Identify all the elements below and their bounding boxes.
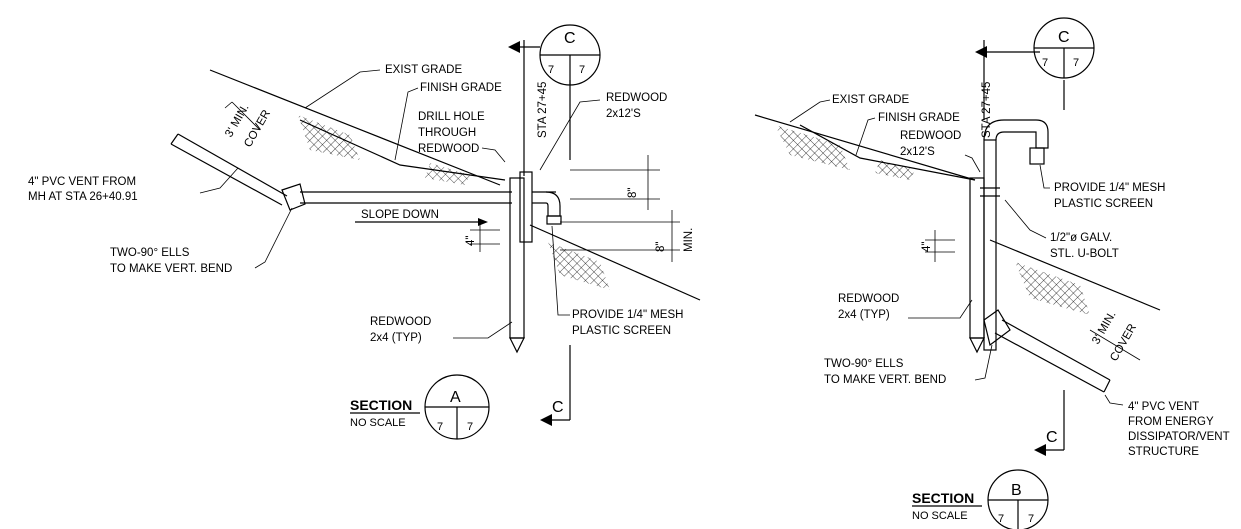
exist-grade-line-b	[754, 114, 976, 181]
label-ubolt-b2: STL. U-BOLT	[1050, 248, 1119, 260]
label-vent-a2: MH AT STA 26+40.91	[28, 191, 138, 203]
scale-a: NO SCALE	[350, 417, 406, 429]
svg-text:7: 7	[437, 421, 443, 433]
redwood-2x12-a	[519, 171, 533, 243]
mesh-screen-b	[1029, 147, 1045, 165]
section-b	[754, 17, 1161, 529]
label-mesh-a1: PROVIDE 1/4" MESH	[572, 309, 683, 321]
svg-text:7: 7	[579, 64, 585, 76]
vent-elbow-a	[545, 191, 561, 217]
exist-grade-line-a2	[529, 224, 701, 301]
earth-hatch-a3	[548, 242, 610, 290]
exist-grade-line-a	[209, 69, 501, 186]
ell-fitting-b	[983, 309, 1011, 347]
label-redwood-a1: REDWOOD	[606, 92, 667, 104]
label-redwood-2x4-a1: REDWOOD	[370, 316, 431, 328]
label-exist-grade-b: EXIST GRADE	[832, 94, 909, 106]
label-mesh-b1: PROVIDE 1/4" MESH	[1054, 182, 1165, 194]
mesh-screen-a	[546, 215, 562, 225]
vent-pipe-diag-a-bot	[170, 143, 283, 206]
scale-b: NO SCALE	[912, 510, 968, 522]
label-mesh-a2: PLASTIC SCREEN	[572, 325, 671, 337]
cut-c-bottom-a: C	[552, 399, 564, 416]
section-title-b: SECTION	[912, 490, 974, 506]
label-exist-grade-a: EXIST GRADE	[385, 64, 462, 76]
label-drill-1: DRILL HOLE	[418, 111, 485, 123]
label-vent-b4: STRUCTURE	[1128, 446, 1199, 458]
label-ells-a1: TWO-90° ELLS	[110, 247, 190, 259]
dim-8in-a2: 8"	[655, 242, 667, 252]
finish-grade-line-b	[799, 124, 976, 181]
dim-8in-a1: 8"	[627, 188, 639, 198]
bubble-b-letter: B	[1011, 482, 1022, 499]
svg-text:7: 7	[1042, 57, 1048, 69]
ell-fitting-a	[281, 183, 306, 211]
section-a	[170, 24, 701, 440]
svg-text:7: 7	[467, 421, 473, 433]
label-drill-3: REDWOOD	[418, 143, 479, 155]
earth-hatch-a1	[298, 115, 360, 160]
bubble-c-a-letter: C	[564, 30, 576, 47]
earth-hatch-b3	[1015, 262, 1090, 315]
section-title-a: SECTION	[350, 397, 412, 413]
label-min-b: 3' MIN.	[1090, 309, 1118, 346]
label-vent-b2: FROM ENERGY	[1128, 416, 1214, 428]
label-redwood-b2: 2x12'S	[900, 146, 935, 158]
label-redwood-2x4-b1: REDWOOD	[838, 293, 899, 305]
label-redwood-b1: REDWOOD	[900, 130, 961, 142]
label-finish-grade-a: FINISH GRADE	[420, 82, 502, 94]
svg-text:7: 7	[998, 513, 1004, 525]
exist-grade-line-b2	[989, 239, 1161, 311]
label-finish-grade-b: FINISH GRADE	[878, 112, 960, 124]
dim-4in-b: 4"	[921, 242, 933, 252]
label-station-a: STA 27+45	[537, 82, 549, 138]
cut-c-bottom-b: C	[1046, 429, 1058, 446]
label-slope-down: SLOPE DOWN	[361, 209, 439, 221]
bubble-a-letter: A	[450, 389, 461, 406]
label-drill-2: THROUGH	[418, 127, 476, 139]
label-vent-b3: DISSIPATOR/VENT	[1128, 431, 1230, 443]
svg-text:7: 7	[548, 64, 554, 76]
svg-text:7: 7	[1073, 57, 1079, 69]
redwood-post-a	[509, 177, 525, 339]
dim-4in-a: 4"	[465, 236, 477, 246]
label-ubolt-b1: 1/2"ø GALV.	[1050, 232, 1112, 244]
redwood-post-b	[969, 177, 985, 339]
label-redwood-2x4-a2: 2x4 (TYP)	[370, 332, 422, 344]
vent-pipe-diag-b-bot	[994, 332, 1105, 393]
label-ells-a2: TO MAKE VERT. BEND	[110, 263, 232, 275]
label-redwood-a2: 2x12'S	[606, 108, 641, 120]
earth-hatch-b1	[775, 125, 850, 170]
dim-min-a: MIN.	[683, 228, 695, 252]
label-cover-b: COVER	[1108, 322, 1139, 363]
label-station-b: STA 27+45	[981, 82, 993, 138]
label-mesh-b2: PLASTIC SCREEN	[1054, 198, 1153, 210]
label-ells-b1: TWO-90° ELLS	[824, 358, 904, 370]
vent-pipe-diag-a-top	[177, 133, 288, 197]
label-redwood-2x4-b2: 2x4 (TYP)	[838, 309, 890, 321]
vertical-pipe-b	[983, 139, 997, 351]
label-vent-b1: 4" PVC VENT	[1128, 401, 1199, 413]
vent-elbow-b	[983, 119, 1049, 149]
vent-pipe-diag-b-top	[1001, 319, 1111, 381]
earth-hatch-a2	[425, 163, 470, 185]
label-ells-b2: TO MAKE VERT. BEND	[824, 374, 946, 386]
svg-text:7: 7	[1028, 513, 1034, 525]
earth-hatch-b2	[875, 160, 915, 180]
bubble-c-b-letter: C	[1058, 29, 1070, 46]
label-vent-a1: 4" PVC VENT FROM	[28, 176, 136, 188]
